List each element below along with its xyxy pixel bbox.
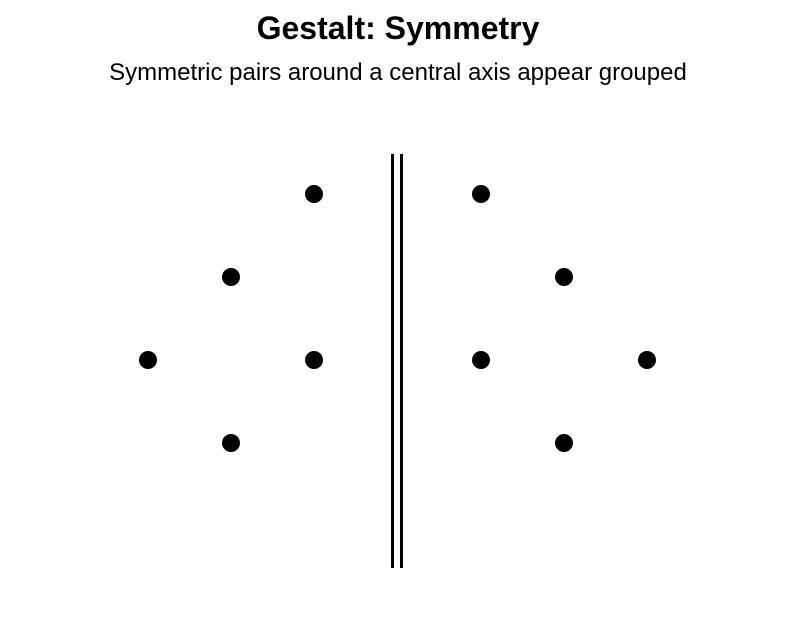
central-axis <box>391 154 403 568</box>
figure-subtitle: Symmetric pairs around a central axis ap… <box>109 59 687 86</box>
right-dot-3 <box>472 351 490 369</box>
figure-title: Gestalt: Symmetry <box>256 10 540 46</box>
left-dot-2 <box>222 268 240 286</box>
left-dot-3 <box>139 351 157 369</box>
right-dot-4 <box>638 351 656 369</box>
right-dot-2 <box>555 268 573 286</box>
right-dot-group <box>472 185 656 452</box>
left-dot-4 <box>305 351 323 369</box>
right-dot-5 <box>555 434 573 452</box>
left-dot-5 <box>222 434 240 452</box>
right-dot-1 <box>472 185 490 203</box>
left-dot-1 <box>305 185 323 203</box>
left-dot-group <box>139 185 323 452</box>
